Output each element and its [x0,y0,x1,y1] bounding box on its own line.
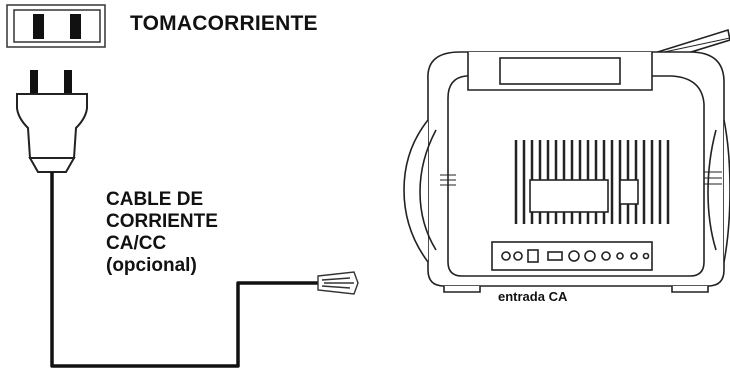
cable-label-line-3: CA/CC [106,233,167,254]
power-cable [50,172,318,368]
power-plug-icon [16,70,88,173]
cable-label-line-1: CABLE DE [106,189,204,210]
cable-label: CABLE DE CORRIENTE CA/CC (opcional) [106,189,218,277]
outlet-title: TOMACORRIENTE [130,12,318,35]
radio-device-rear [403,28,730,293]
cable-label-line-4: (opcional) [106,255,197,276]
wall-outlet-icon [6,4,106,48]
ac-input-label: entrada CA [498,289,568,304]
dc-connector-icon [317,271,359,295]
cable-label-line-2: CORRIENTE [106,211,218,232]
